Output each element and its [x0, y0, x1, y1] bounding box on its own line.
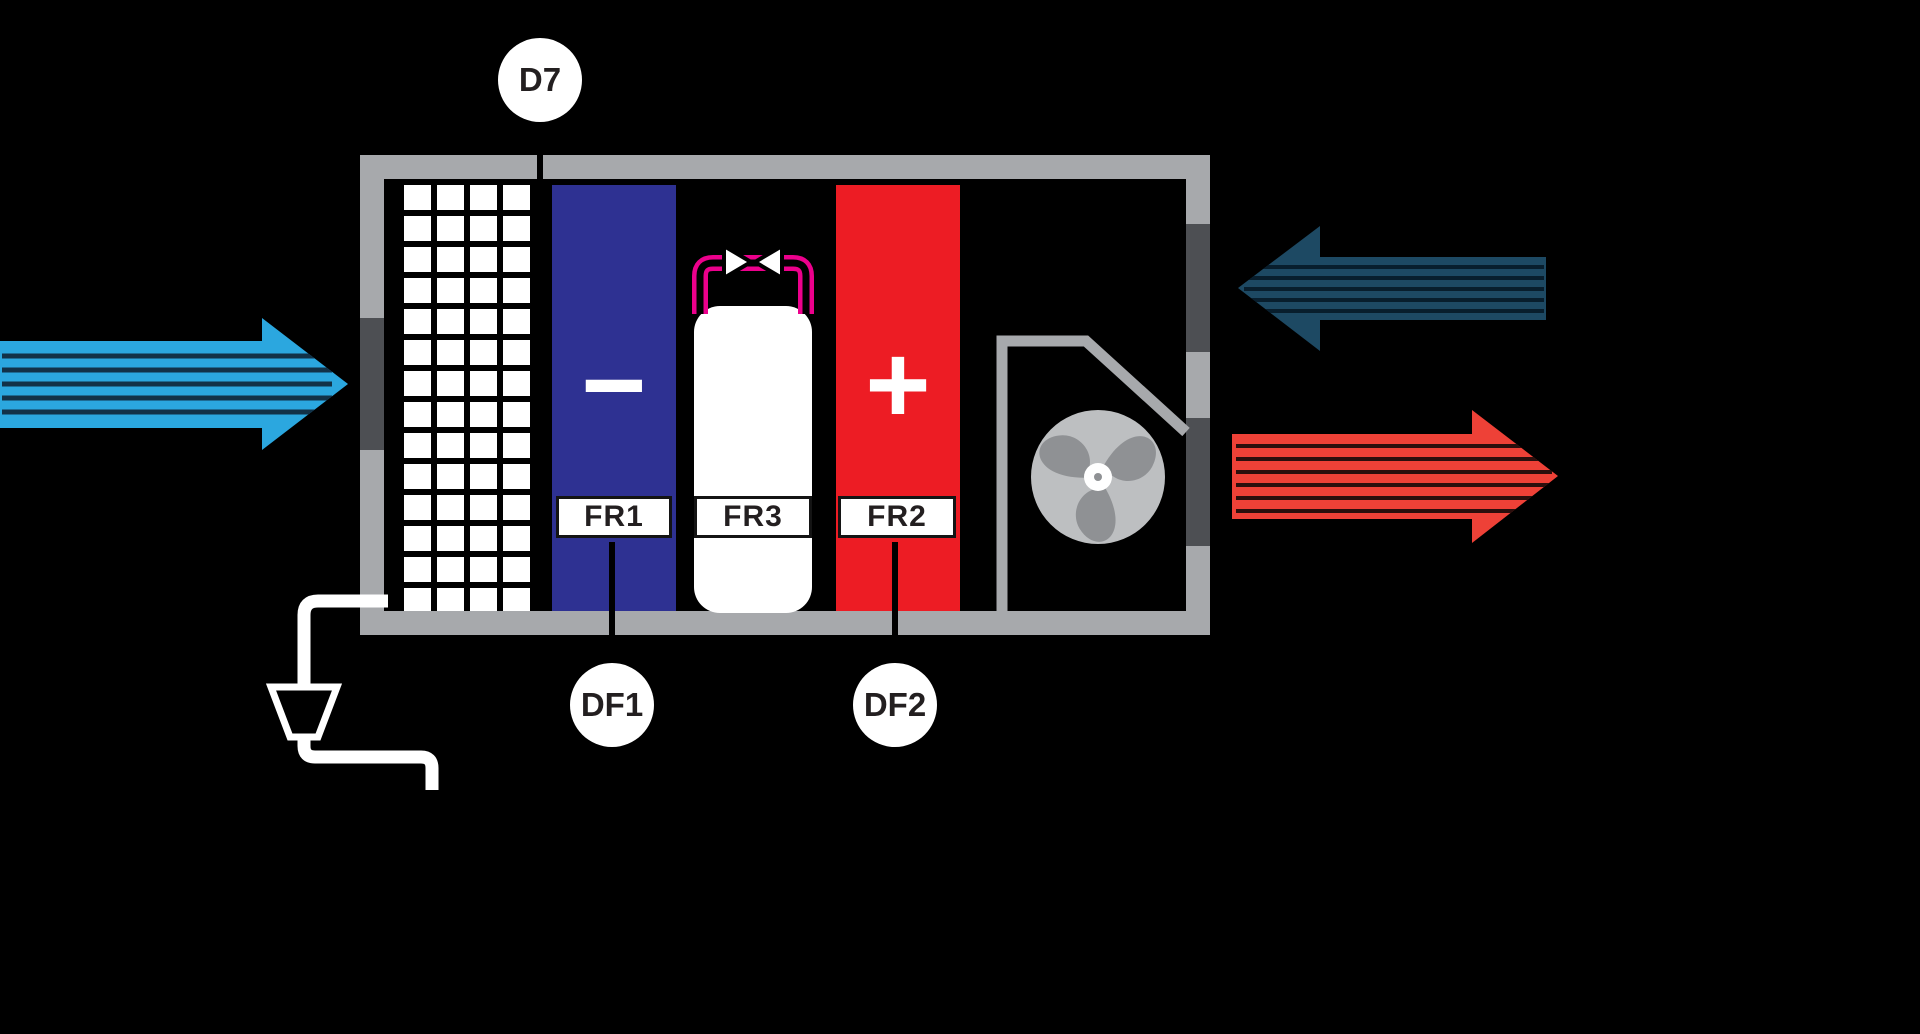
supply-air-arrow [1232, 410, 1558, 543]
df2-leader-line [892, 542, 898, 666]
fan-icon [1031, 410, 1165, 544]
label-fr2: FR2 [838, 496, 956, 538]
return-vent [1186, 224, 1210, 352]
condensate-drain-icon [265, 594, 439, 790]
compressor-tank [694, 306, 812, 613]
callout-d7: D7 [498, 38, 582, 122]
d7-leader-line [537, 118, 543, 192]
cooling-coil: − [552, 185, 676, 611]
heating-coil: + [836, 185, 960, 611]
label-fr3: FR3 [694, 496, 812, 538]
refrigerant-pipe [692, 255, 814, 314]
return-air-arrow [1238, 226, 1546, 351]
fan-compartment-wall [996, 335, 1190, 611]
df1-leader-line [609, 542, 615, 666]
inlet-air-arrow [0, 318, 348, 450]
label-fr1: FR1 [556, 496, 672, 538]
callout-df2: DF2 [853, 663, 937, 747]
plus-sign: + [865, 322, 931, 447]
callout-df1: DF1 [570, 663, 654, 747]
supply-vent [1186, 418, 1210, 546]
refrigerant-valve-icon [722, 242, 784, 282]
minus-sign: − [581, 322, 647, 447]
filter-grid [404, 185, 532, 611]
inlet-vent [360, 318, 384, 450]
